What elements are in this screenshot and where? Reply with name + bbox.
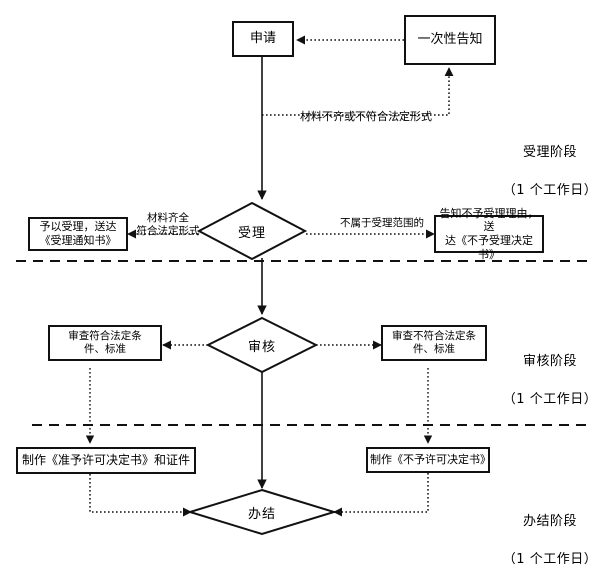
stage-label-acceptance: 受理阶段 （1 个工作日） — [498, 125, 602, 219]
node-finish-decision[interactable]: 办结 — [190, 490, 334, 534]
node-make-deny-label: 制作《不予许可决定书》 — [370, 453, 491, 467]
node-review-decision-label: 审核 — [247, 339, 276, 355]
stage-label-review-duration: （1 个工作日） — [502, 391, 598, 407]
stage-label-acceptance-name: 受理阶段 — [522, 144, 577, 160]
edge-label-out-of-scope-text: 不属于受理范围的 — [340, 216, 424, 229]
node-make-permit[interactable]: 制作《准予许可决定书》和证件 — [16, 447, 196, 474]
node-accept-decision-label: 受理 — [237, 225, 266, 241]
node-review-decision[interactable]: 审核 — [208, 318, 316, 372]
stage-label-acceptance-duration: （1 个工作日） — [502, 182, 598, 198]
node-make-deny[interactable]: 制作《不予许可决定书》 — [366, 447, 491, 473]
node-make-permit-label: 制作《准予许可决定书》和证件 — [21, 453, 190, 467]
node-finish-decision-label: 办结 — [247, 506, 276, 522]
node-apply-label: 申请 — [249, 30, 276, 46]
node-review-fail-label: 审查不符合法定条 件、标准 — [392, 329, 476, 355]
edge-label-incomplete-materials-text: 材料不齐或不符合法定形式 — [300, 110, 432, 124]
edge-permit-to-finish — [89, 474, 192, 517]
node-apply[interactable]: 申请 — [232, 21, 294, 57]
node-accept-yes[interactable]: 予以受理，送达 《受理通知书》 — [28, 217, 128, 251]
node-accept-yes-label: 予以受理，送达 《受理通知书》 — [39, 220, 117, 247]
node-review-fail[interactable]: 审查不符合法定条 件、标准 — [381, 325, 487, 361]
edge-label-incomplete-materials: 材料不齐或不符合法定形式 — [286, 96, 446, 125]
node-accept-no[interactable]: 告知不予受理理由，送 达《不予受理决定书》 — [434, 207, 544, 261]
stage-label-completion-duration: （1 个工作日） — [502, 551, 598, 564]
node-one-time-notice-label: 一次性告知 — [417, 31, 483, 47]
node-one-time-notice[interactable]: 一次性告知 — [404, 15, 496, 65]
edge-label-out-of-scope: 不属于受理范围的 — [330, 203, 434, 230]
stage-label-completion-name: 办结阶段 — [522, 513, 577, 529]
stage-label-completion: 办结阶段 （1 个工作日） — [498, 494, 602, 564]
node-review-pass[interactable]: 审查符合法定条 件、标准 — [48, 325, 162, 361]
node-review-pass-label: 审查符合法定条 件、标准 — [68, 329, 142, 355]
edge-label-materials-complete-text: 材料齐全 符合法定形式 — [136, 211, 200, 238]
stage-label-review: 审核阶段 （1 个工作日） — [498, 334, 602, 428]
node-accept-decision[interactable]: 受理 — [199, 203, 305, 259]
edge-label-materials-complete: 材料齐全 符合法定形式 — [130, 198, 206, 239]
edge-deny-to-finish — [333, 473, 429, 517]
node-accept-no-label: 告知不予受理理由，送 达《不予受理决定书》 — [439, 206, 539, 261]
stage-label-review-name: 审核阶段 — [522, 353, 577, 369]
